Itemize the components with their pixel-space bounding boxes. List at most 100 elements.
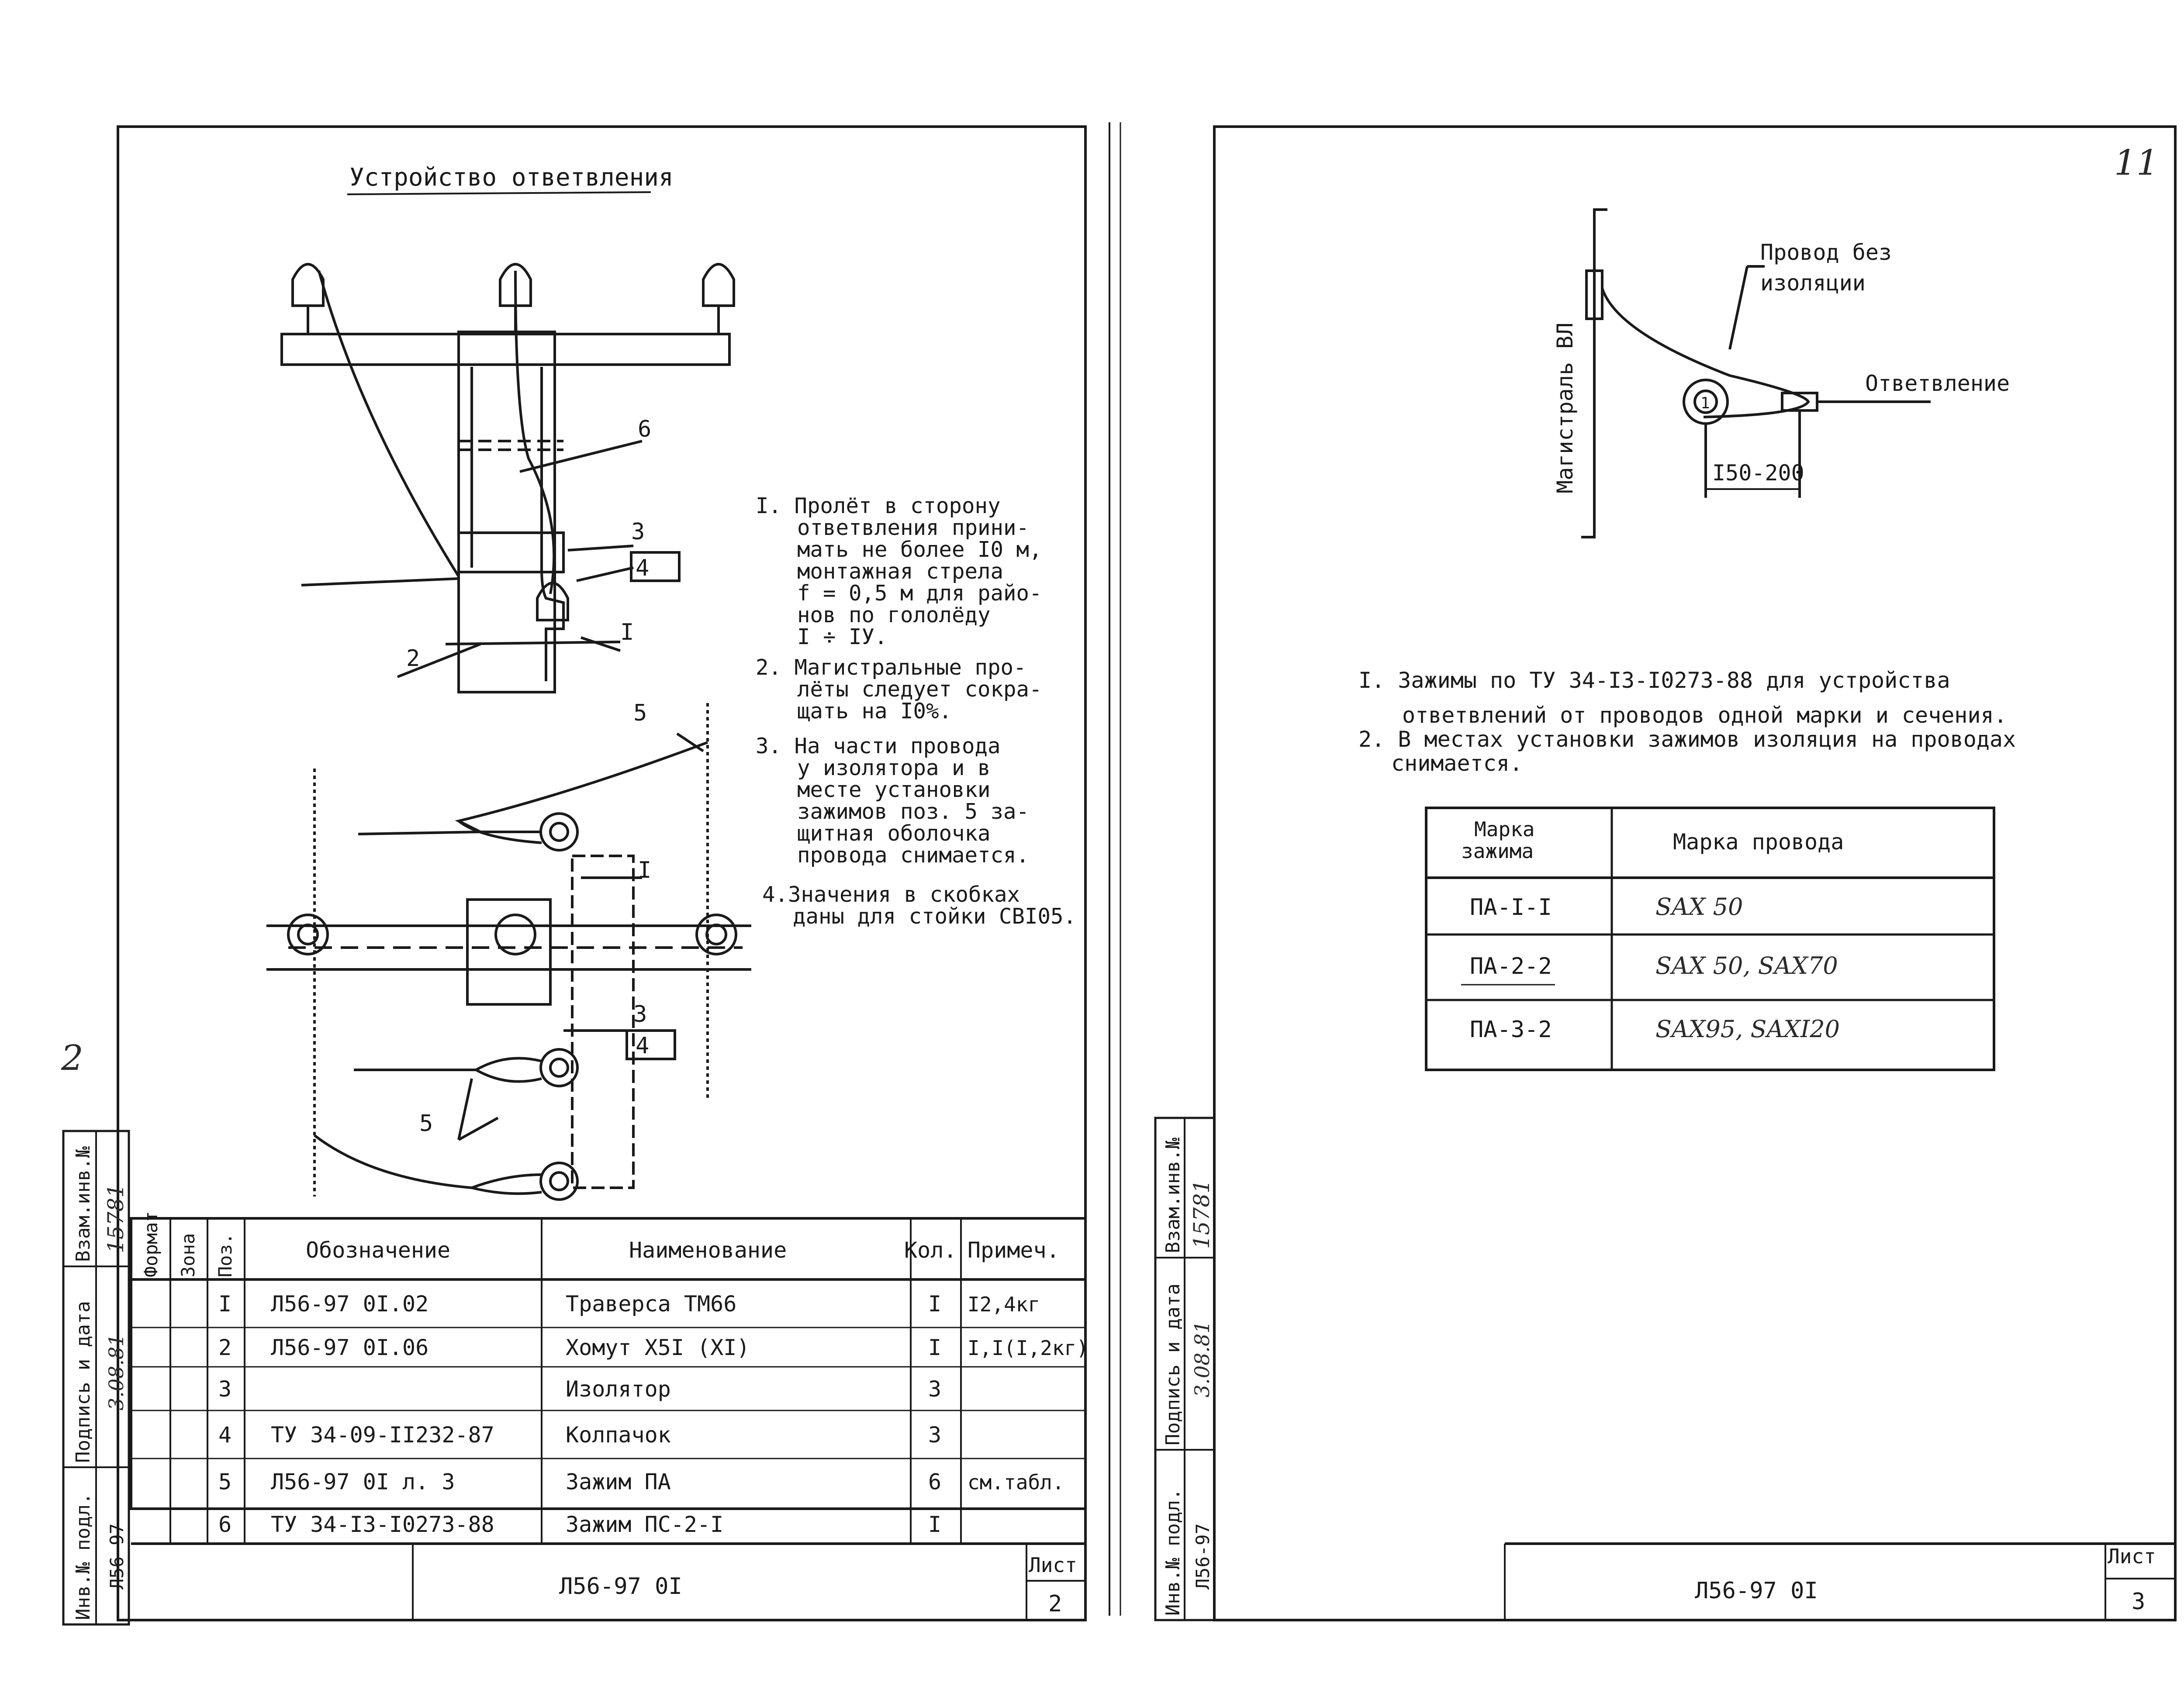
right-side-stamp — [1154, 1117, 1216, 1621]
right-branch-label: Ответвление — [1865, 371, 2010, 396]
spec-cell-name: Траверса ТМ66 — [566, 1291, 736, 1317]
spec-header-format: Формат — [140, 1211, 162, 1277]
right-page-mark: 11 — [2114, 142, 2159, 183]
spec-header-zone: Зона — [177, 1233, 199, 1277]
spec-cell-designation: Л56-97 0I.02 — [271, 1291, 429, 1317]
spec-table — [130, 1217, 1087, 1545]
right-side-label-sign: Подпись и дата — [1162, 1283, 1184, 1445]
spec-cell-pos: 5 — [218, 1469, 232, 1495]
callout-5-lower: 5 — [419, 1110, 433, 1137]
spec-cell-pos: 4 — [218, 1422, 232, 1448]
spec-cell-designation: Л56-97 0I.06 — [271, 1335, 429, 1360]
clamp-cell-wire: SAX95, SAXI20 — [1655, 1015, 1840, 1043]
right-title-block — [1504, 1542, 2175, 1620]
clamp-table-header-wire: Марка провода — [1673, 829, 1844, 855]
spec-header-qty: Кол. — [904, 1238, 957, 1263]
crossarm-drawing — [280, 263, 735, 693]
clamp-table — [1425, 807, 1995, 1071]
note-3: 3. На части провода у изолятора и в мест… — [756, 734, 1042, 868]
right-stamp-code: Л56-97 0I — [1695, 1578, 1818, 1604]
right-clamp-label: 1 — [1700, 394, 1710, 412]
spec-cell-designation: ТУ 34-09-II232-87 — [271, 1422, 494, 1448]
left-notes: I. Пролёт в сторону ответвления прини- м… — [756, 493, 1076, 929]
left-sheet-label: Лист — [1029, 1553, 1077, 1577]
right-note-1: I. Зажимы по ТУ 34-I3-I0273-88 для устро… — [1358, 668, 2007, 728]
spec-header-pos: Поз. — [214, 1233, 236, 1277]
spec-header-note: Примеч. — [968, 1238, 1060, 1263]
right-main-label: Магистраль ВЛ — [1552, 323, 1578, 493]
spec-cell-name: Колпачок — [566, 1422, 671, 1448]
left-side-label-sign: Подпись и дата — [72, 1301, 94, 1463]
callout-4: 4 — [636, 555, 649, 581]
callout-2: 2 — [406, 645, 420, 672]
clamp-table-header-clamp: Марка зажима — [1461, 817, 1547, 863]
right-side-value-inv: Л56-97 — [1192, 1523, 1213, 1590]
right-side-value-sign: 3.08.81 — [1190, 1321, 1214, 1397]
spec-cell-note: I,I(I,2кг) — [968, 1336, 1089, 1360]
clamp-cell-clamp: ПА-I-I — [1470, 894, 1552, 921]
spec-header-designation: Обозначение — [306, 1238, 450, 1263]
right-wire-label: Провод без изоляции — [1760, 240, 1905, 296]
spec-cell-qty: 6 — [928, 1469, 941, 1495]
spec-cell-name: Зажим ПА — [566, 1469, 671, 1495]
right-sheet-number: 3 — [2132, 1589, 2145, 1615]
left-stamp-code: Л56-97 0I — [559, 1573, 682, 1600]
left-side-stamp — [62, 1130, 130, 1626]
spec-cell-pos: 6 — [218, 1512, 232, 1537]
callout-4-plan: 4 — [636, 1033, 649, 1059]
clamp-cell-clamp: ПА-2-2 — [1470, 953, 1552, 979]
right-note-2: 2. В местах установки зажимов изоляция н… — [1358, 727, 2029, 776]
callout-6: 6 — [638, 416, 651, 442]
left-side-value-inv: Л56-97 — [106, 1523, 128, 1590]
left-sheet: Устройство ответвления — [61, 125, 1089, 1626]
callout-3: 3 — [631, 519, 645, 545]
note-2: 2. Магистральные про- лёты следует сокра… — [756, 655, 1055, 724]
clamp-cell-wire: SAX 50, SAX70 — [1655, 952, 1838, 979]
spec-cell-qty: I — [928, 1291, 941, 1317]
left-side-label-vzam: Взам.инв.№ — [72, 1146, 94, 1262]
spec-cell-pos: I — [218, 1291, 232, 1317]
spec-cell-pos: 2 — [218, 1335, 232, 1360]
right-sheet: 11 Провод без изоляции Ответвление Магис… — [1154, 125, 2177, 1621]
plan-drawing — [266, 703, 751, 1201]
spec-cell-designation: ТУ 34-I3-I0273-88 — [271, 1512, 494, 1537]
spec-cell-qty: 3 — [928, 1422, 941, 1448]
left-sheet-frame — [117, 125, 1087, 1621]
callout-1-plan: I — [638, 857, 651, 883]
left-sheet-number: 2 — [1048, 1591, 1062, 1617]
spec-cell-name: Изолятор — [566, 1376, 671, 1402]
right-side-label-vzam: Взам.инв.№ — [1162, 1138, 1184, 1253]
right-side-value-vzam: 15781 — [1189, 1179, 1214, 1249]
title-underline — [347, 191, 651, 195]
spec-cell-note: см.табл. — [968, 1471, 1064, 1494]
right-side-label-inv: Инв.№ подл. — [1162, 1489, 1184, 1616]
left-side-label-inv: Инв.№ подл. — [72, 1493, 94, 1620]
spec-cell-qty: 3 — [928, 1376, 941, 1402]
spec-header-name: Наименование — [629, 1238, 787, 1263]
spec-cell-qty: I — [928, 1335, 941, 1360]
spec-cell-qty: I — [928, 1512, 941, 1537]
clamp-cell-clamp: ПА-3-2 — [1470, 1017, 1552, 1043]
spec-cell-pos: 3 — [218, 1376, 232, 1402]
left-side-value-vzam: 15781 — [103, 1184, 128, 1253]
right-dim-label: I50-200 — [1712, 460, 1804, 486]
callout-3-plan: 3 — [633, 1001, 647, 1028]
spec-cell-note: I2,4кг — [968, 1293, 1040, 1316]
note-4: 4.Значения в скобках даны для стойки СВI… — [762, 882, 1076, 929]
right-sheet-label: Лист — [2108, 1545, 2156, 1568]
clamp-cell-wire: SAX 50 — [1655, 893, 1743, 921]
left-side-value-sign: 3.08.81 — [104, 1334, 128, 1410]
left-margin-mark: 2 — [61, 1038, 83, 1078]
note-1: I. Пролёт в сторону ответвления прини- м… — [756, 493, 1055, 649]
callout-1: I — [620, 619, 634, 645]
left-sheet-title: Устройство ответвления — [349, 163, 674, 192]
right-notes: I. Зажимы по ТУ 34-I3-I0273-88 для устро… — [1358, 668, 2029, 776]
left-title-block — [412, 1544, 1085, 1620]
spec-cell-designation: Л56-97 0I л. 3 — [271, 1469, 455, 1495]
right-sheet-frame — [1213, 125, 2177, 1621]
spec-cell-name: Хомут Х5I (ХI) — [566, 1335, 750, 1360]
callout-5-upper: 5 — [633, 700, 647, 726]
spec-cell-name: Зажим ПС-2-I — [566, 1512, 723, 1537]
